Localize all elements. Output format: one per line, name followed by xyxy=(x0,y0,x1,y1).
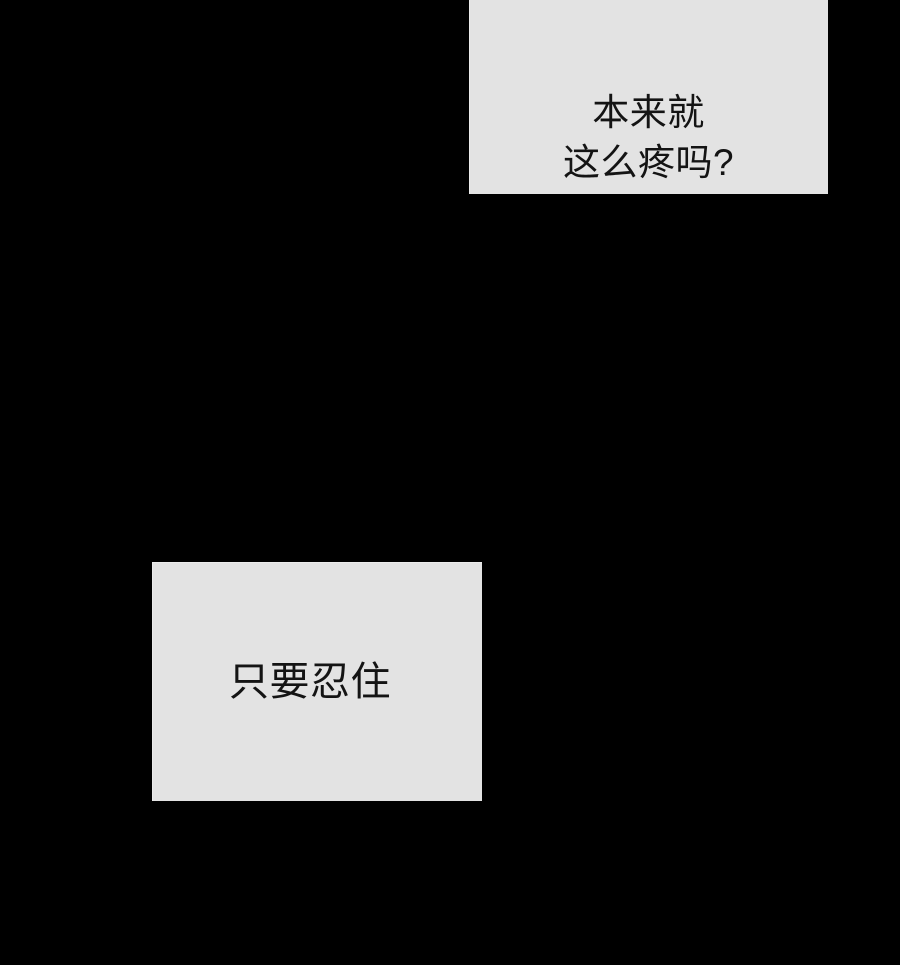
dialogue-panel-top-right: 本来就 这么疼吗? xyxy=(469,0,828,194)
dialogue-line-2: 这么疼吗? xyxy=(562,142,735,183)
dialogue-panel-middle-left: 只要忍住 xyxy=(152,562,482,801)
dialogue-line-1: 本来就 xyxy=(592,92,705,133)
dialogue-line-1: 只要忍住 xyxy=(229,659,391,704)
